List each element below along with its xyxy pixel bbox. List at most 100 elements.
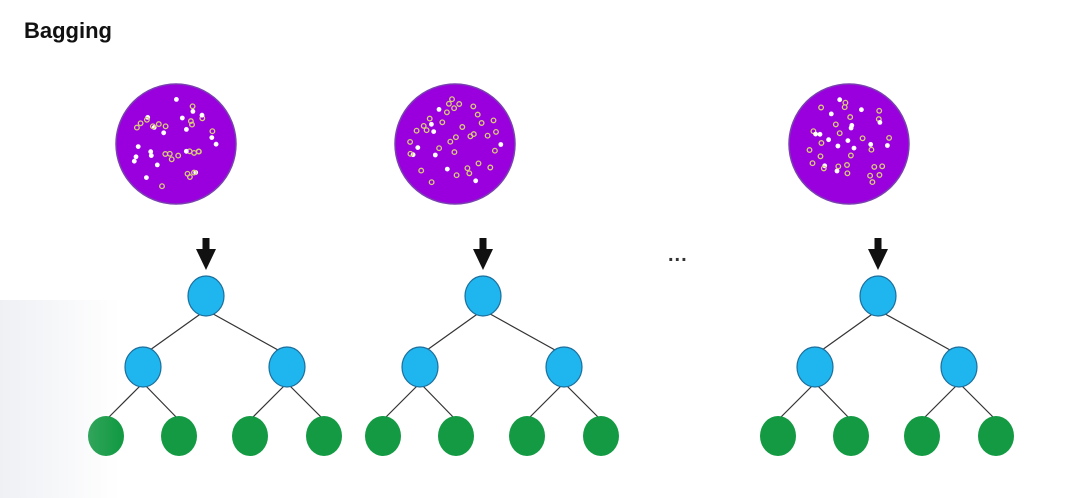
- sample-point-yellow: [459, 124, 466, 130]
- sample-point-yellow: [451, 105, 458, 112]
- sample-point-white: [868, 142, 874, 147]
- bootstrap-sample-2: [365, 83, 619, 456]
- tree-edge: [419, 382, 457, 421]
- sample-point-yellow: [189, 121, 195, 128]
- tree-leaf-node: [438, 416, 474, 456]
- tree-edge: [563, 382, 602, 421]
- sample-point-white: [415, 145, 421, 151]
- sample-point-white: [148, 149, 154, 155]
- down-arrow-icon: [473, 238, 493, 270]
- sample-point-white: [213, 141, 219, 147]
- sample-point-yellow: [818, 104, 825, 111]
- sample-point-yellow: [859, 135, 866, 142]
- down-arrow-icon: [868, 238, 888, 270]
- tree-inner-node: [940, 346, 978, 388]
- sample-point-yellow: [428, 179, 435, 186]
- sample-point-yellow: [191, 169, 197, 176]
- sample-point-yellow: [844, 170, 851, 177]
- tree-edge: [142, 382, 180, 421]
- sample-point-white: [135, 144, 141, 150]
- sample-point-yellow: [407, 150, 414, 157]
- sample-point-yellow: [187, 118, 194, 125]
- tree-root-node: [859, 275, 897, 317]
- sample-point-white: [498, 142, 504, 147]
- sample-point-yellow: [439, 119, 446, 126]
- sample-point-yellow: [159, 183, 165, 190]
- sample-point-white: [131, 158, 137, 164]
- sample-point-yellow: [155, 121, 162, 128]
- sample-point-yellow: [879, 163, 886, 170]
- sample-point-yellow: [817, 153, 824, 160]
- sample-point-white: [444, 166, 450, 172]
- sample-point-yellow: [876, 107, 883, 114]
- sample-point-white: [885, 143, 890, 148]
- sample-point-white: [179, 115, 185, 121]
- bootstrap-sample-1: [88, 83, 342, 456]
- sample-point-white: [851, 145, 857, 151]
- sample-points: [131, 97, 219, 190]
- sample-point-white: [432, 152, 438, 158]
- sample-point-yellow: [484, 132, 491, 139]
- tree-root-node: [464, 275, 502, 317]
- sample-point-yellow: [847, 152, 854, 159]
- sample-point-yellow: [886, 134, 893, 141]
- sample-point-yellow: [809, 160, 816, 167]
- sample-point-white: [877, 120, 883, 125]
- tree-inner-node: [796, 346, 834, 388]
- sample-circle: [788, 83, 910, 205]
- sample-point-white: [209, 135, 215, 141]
- sample-point-white: [144, 175, 149, 181]
- sample-point-white: [837, 97, 843, 103]
- sample-point-white: [473, 178, 479, 184]
- tree-edge: [419, 309, 484, 356]
- sample-point-yellow: [868, 146, 875, 153]
- sample-point-yellow: [475, 160, 482, 167]
- sample-point-yellow: [464, 165, 471, 172]
- sample-point-white: [183, 148, 189, 154]
- tree-root-node: [187, 275, 225, 317]
- sample-point-yellow: [166, 150, 173, 157]
- sample-point-white: [133, 154, 139, 160]
- sample-point-yellow: [209, 128, 216, 135]
- sample-point-white: [154, 162, 160, 168]
- sample-point-yellow: [487, 164, 494, 171]
- sample-point-yellow: [470, 103, 477, 110]
- sample-point-yellow: [490, 117, 497, 124]
- sample-point-yellow: [423, 127, 430, 134]
- sample-point-white: [184, 126, 189, 132]
- sample-point-yellow: [407, 138, 414, 145]
- sample-point-white: [174, 97, 179, 102]
- tree-leaf-node: [978, 416, 1014, 456]
- sample-point-yellow: [478, 120, 485, 126]
- sample-point-yellow: [806, 147, 813, 153]
- sample-point-yellow: [474, 111, 481, 118]
- tree-edge: [958, 382, 997, 421]
- sample-point-white: [817, 131, 823, 137]
- sample-point-white: [845, 138, 851, 144]
- tree-edge: [105, 382, 144, 421]
- tree-edge: [142, 309, 207, 356]
- tree-edge: [249, 382, 288, 421]
- tree-leaf-node: [833, 416, 869, 456]
- sample-point-white: [835, 143, 841, 149]
- tree-inner-node: [545, 346, 583, 388]
- sample-point-white: [826, 137, 831, 143]
- sample-point-yellow: [418, 167, 425, 174]
- sample-point-yellow: [836, 130, 843, 137]
- sample-point-yellow: [835, 163, 842, 170]
- sample-point-yellow: [133, 124, 140, 131]
- sample-point-yellow: [841, 104, 848, 111]
- tree-edge: [814, 382, 852, 421]
- sample-point-yellow: [413, 127, 420, 134]
- sample-point-yellow: [871, 163, 878, 170]
- sample-point-white: [148, 153, 154, 159]
- sample-point-white: [848, 125, 854, 131]
- sample-point-yellow: [443, 109, 450, 116]
- sample-point-white: [429, 121, 434, 127]
- tree-edge: [814, 309, 879, 356]
- sample-point-yellow: [451, 149, 458, 156]
- sample-point-yellow: [818, 140, 825, 146]
- sample-point-yellow: [453, 172, 460, 179]
- tree-leaf-node: [306, 416, 342, 456]
- sample-point-yellow: [149, 123, 156, 130]
